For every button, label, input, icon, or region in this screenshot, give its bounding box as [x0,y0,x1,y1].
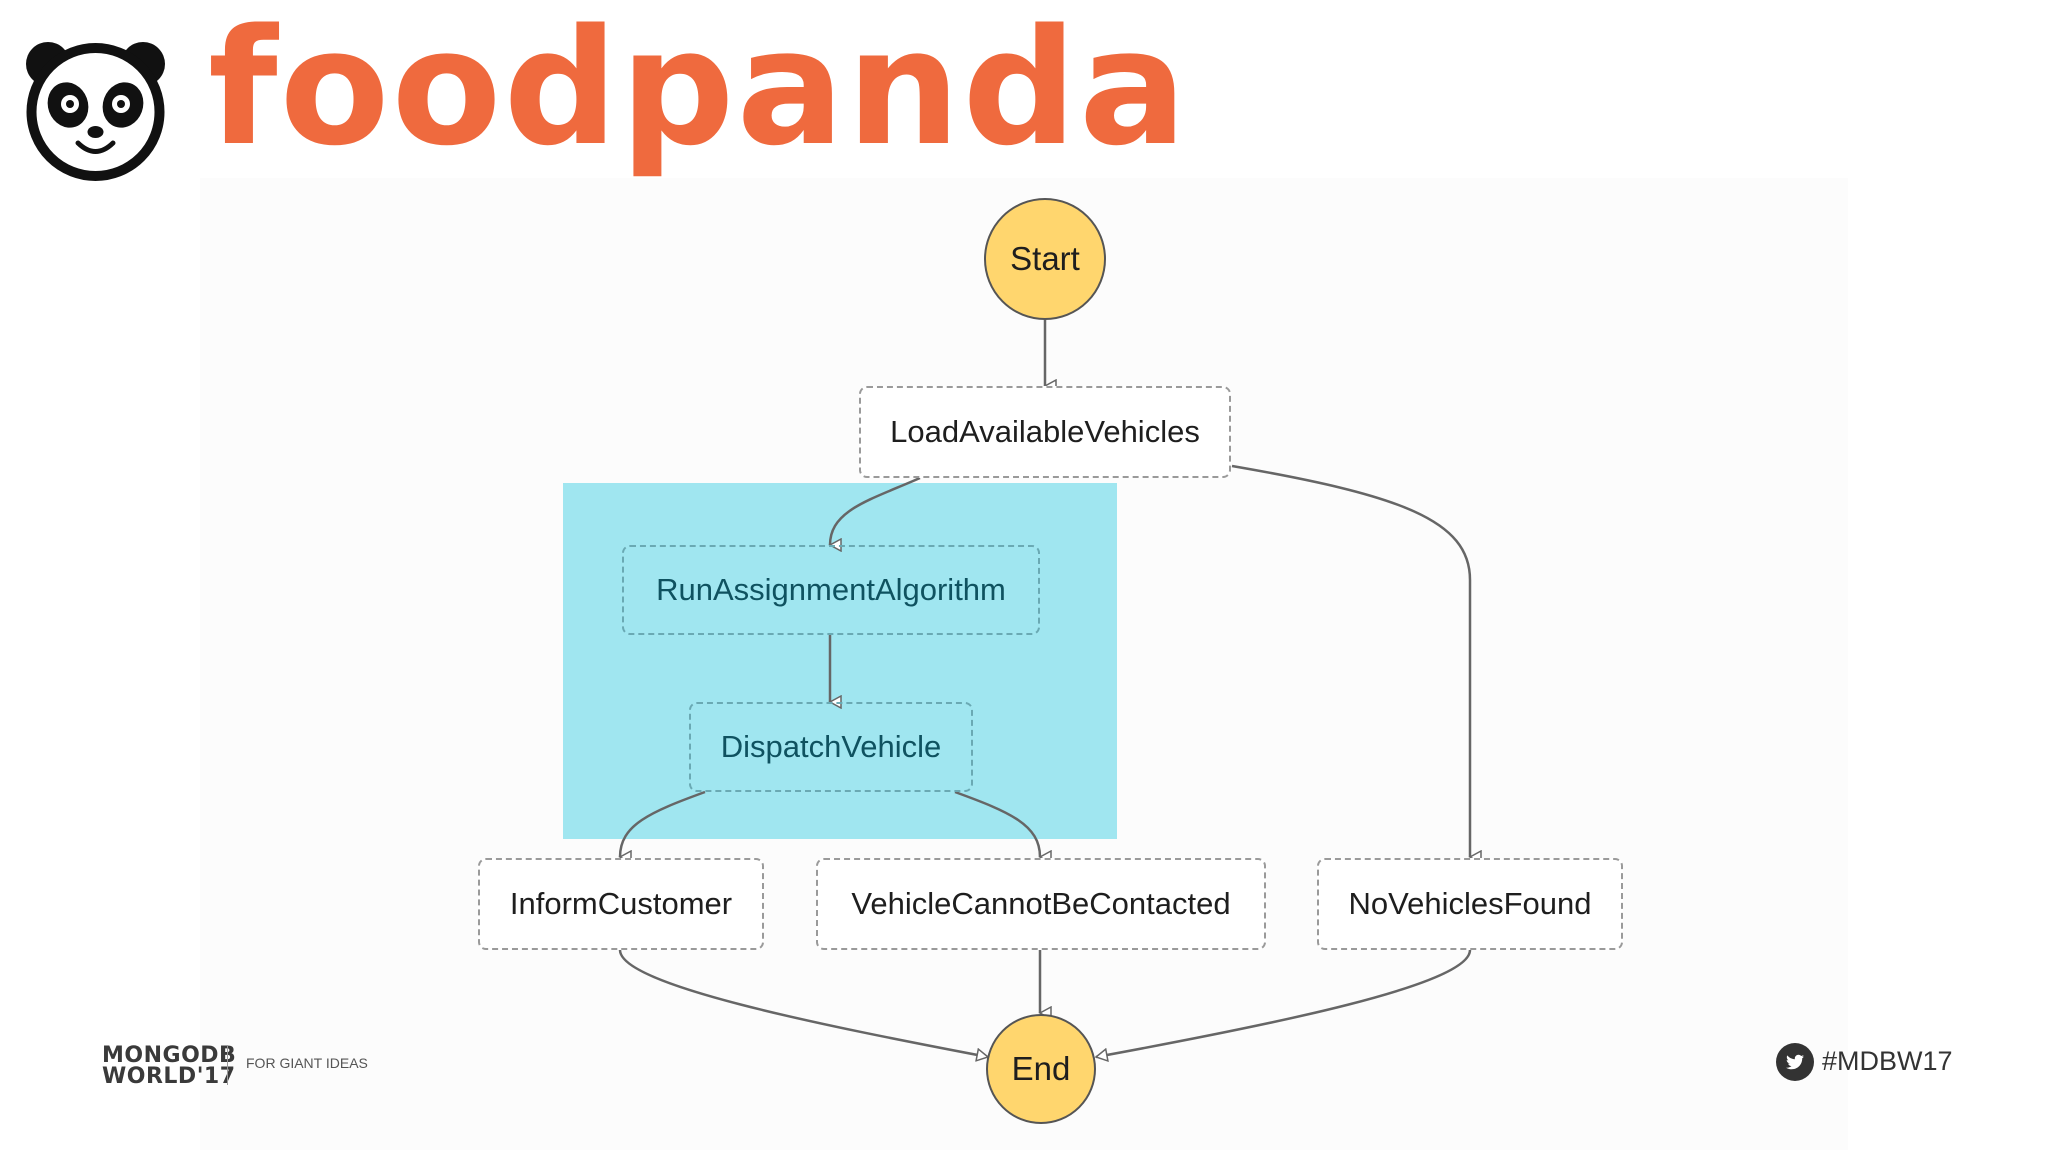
end-node: End [986,1014,1096,1124]
event-logo-line1: MONGODB [102,1043,237,1068]
state-label: RunAssignmentAlgorithm [656,572,1006,607]
event-tagline: FOR GIANT IDEAS [246,1055,368,1071]
panda-face-icon [18,28,173,183]
state-label: NoVehiclesFound [1348,886,1592,921]
state-label: DispatchVehicle [720,729,942,764]
state-vehicle-cannot-be-contacted: VehicleCannotBeContacted [816,858,1266,950]
edge-dispatch-cannot [954,790,1040,857]
state-inform-customer: InformCustomer [478,858,764,950]
state-run-assignment-algorithm: RunAssignmentAlgorithm [622,545,1040,635]
twitter-bird-icon [1776,1043,1814,1081]
state-label: InformCustomer [509,886,733,921]
event-logo: MONGODB WORLD'17 [102,1043,237,1089]
event-logo-line2: WORLD'17 [102,1064,236,1089]
start-node: Start [984,198,1106,320]
event-hashtag: #MDBW17 [1822,1046,1953,1076]
state-load-available-vehicles: LoadAvailableVehicles [859,386,1231,478]
state-label: VehicleCannotBeContacted [851,886,1231,921]
state-label: LoadAvailableVehicles [890,414,1200,449]
edge-load-novehicles [1231,464,1470,857]
end-node-label: End [1011,1050,1071,1087]
state-dispatch-vehicle: DispatchVehicle [689,702,973,792]
brand-wordmark: foodpanda [208,0,1189,181]
edge-novehicles-end [1096,949,1472,1057]
state-no-vehicles-found: NoVehiclesFound [1317,858,1623,950]
footer-divider [227,1045,228,1085]
start-node-label: Start [1010,240,1080,277]
edge-dispatch-inform [620,790,706,857]
edge-load-run [830,476,921,545]
edge-inform-end [618,949,988,1057]
